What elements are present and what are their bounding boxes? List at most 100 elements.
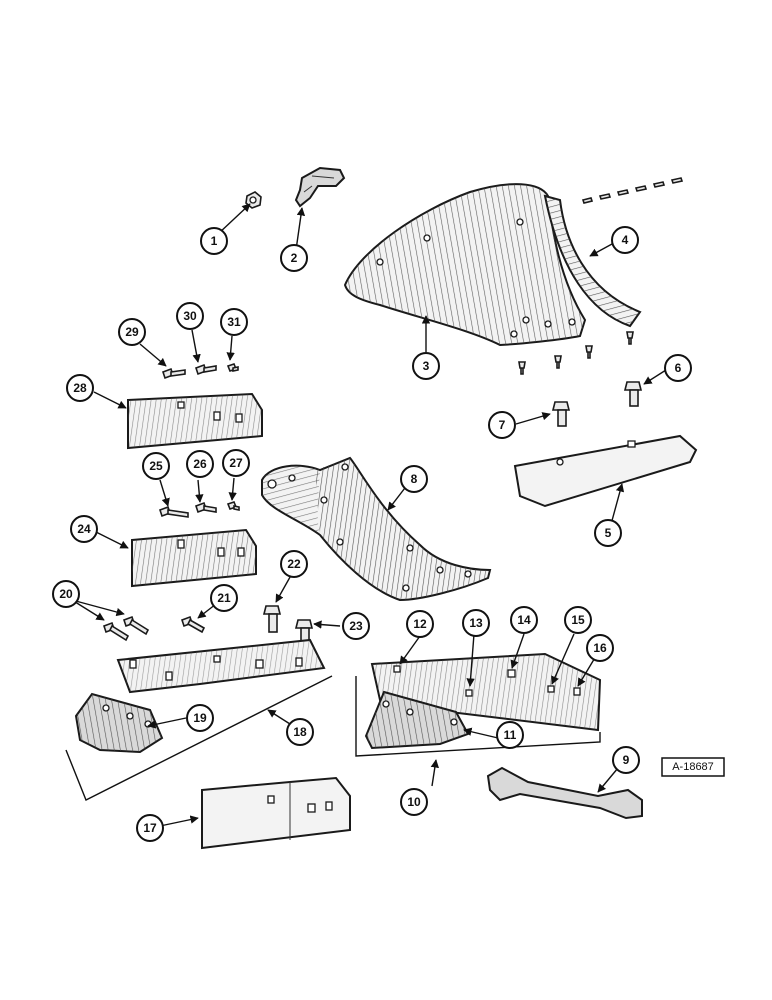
callout-8: 8	[400, 465, 428, 493]
part-26-bolt	[194, 501, 217, 514]
callout-label: 4	[622, 233, 629, 247]
callout-label: 21	[217, 591, 231, 605]
reference-code-box: A-18687	[661, 757, 725, 777]
part-11-point	[364, 690, 470, 750]
leader-18	[267, 709, 291, 725]
leader-10	[430, 759, 440, 787]
callout-3: 3	[412, 352, 440, 380]
part-19-point	[74, 692, 164, 754]
leader-7	[515, 412, 551, 425]
callout-2: 2	[280, 244, 308, 272]
part-28-share	[127, 392, 263, 450]
callout-label: 24	[77, 522, 91, 536]
callout-label: 11	[504, 728, 517, 742]
leader-27	[228, 477, 237, 501]
callout-11: 11	[496, 721, 524, 749]
leader-14	[510, 633, 525, 669]
callout-18: 18	[286, 718, 314, 746]
leader-13	[466, 633, 475, 687]
callout-label: 5	[605, 526, 612, 540]
leader-23	[313, 620, 341, 629]
callout-label: 19	[193, 711, 207, 725]
leader-4	[589, 243, 613, 257]
callout-19: 19	[186, 704, 214, 732]
leader-1	[217, 203, 251, 235]
leader-20a	[71, 599, 105, 621]
part-8-frog	[261, 456, 492, 602]
callout-23: 23	[342, 612, 370, 640]
leader-28	[93, 391, 127, 409]
leader-29	[139, 343, 167, 367]
leader-6	[643, 369, 667, 385]
callout-20: 20	[52, 580, 80, 608]
leader-24	[95, 531, 129, 549]
part-20-bolts	[102, 615, 150, 642]
leader-25	[159, 479, 170, 507]
callout-label: 28	[73, 381, 87, 395]
part-18-share	[116, 638, 326, 694]
callout-label: 17	[143, 821, 157, 835]
reference-code: A-18687	[672, 761, 714, 773]
callout-label: 23	[349, 619, 363, 633]
callout-31: 31	[220, 308, 248, 336]
leader-17	[159, 815, 199, 827]
callout-28: 28	[66, 374, 94, 402]
leader-11	[463, 727, 499, 739]
part-10-group-line	[355, 676, 601, 757]
part-7-bolt	[551, 401, 571, 427]
callout-10: 10	[400, 788, 428, 816]
part-18-group-line	[65, 675, 333, 801]
part-30-bolt	[194, 363, 217, 376]
callout-label: 1	[211, 234, 218, 248]
callout-label: 16	[593, 641, 607, 655]
part-5-plate	[513, 434, 698, 508]
callout-label: 8	[411, 472, 418, 486]
callout-label: 2	[291, 251, 298, 265]
callout-25: 25	[142, 452, 170, 480]
callout-label: 22	[287, 557, 301, 571]
part-10-share	[370, 652, 602, 732]
callout-24: 24	[70, 515, 98, 543]
leader-26	[195, 479, 204, 503]
callout-1: 1	[200, 227, 228, 255]
bolts-top-right	[581, 177, 684, 204]
callout-17: 17	[136, 814, 164, 842]
part-21-bolt	[180, 615, 206, 634]
callout-label: 18	[293, 725, 307, 739]
callout-30: 30	[176, 302, 204, 330]
leader-2	[295, 207, 306, 251]
callout-9: 9	[612, 746, 640, 774]
callout-14: 14	[510, 606, 538, 634]
part-25-bolt	[158, 505, 189, 518]
callout-label: 10	[407, 795, 421, 809]
callout-7: 7	[488, 411, 516, 439]
callout-label: 30	[183, 309, 197, 323]
part-31-bolt	[226, 363, 239, 372]
callout-label: 13	[469, 616, 483, 630]
callout-15: 15	[564, 606, 592, 634]
callout-label: 3	[423, 359, 430, 373]
callout-12: 12	[406, 610, 434, 638]
callout-13: 13	[462, 609, 490, 637]
callout-label: 7	[499, 418, 506, 432]
part-17-landside	[201, 776, 351, 850]
callout-29: 29	[118, 318, 146, 346]
leader-19	[147, 717, 187, 729]
callout-27: 27	[222, 449, 250, 477]
callout-label: 12	[413, 617, 427, 631]
callout-label: 20	[59, 587, 73, 601]
part-9-handle	[486, 766, 643, 820]
part-29-bolt	[161, 367, 186, 380]
leader-16	[577, 655, 597, 687]
callout-label: 26	[193, 457, 207, 471]
callout-label: 27	[229, 456, 243, 470]
part-3-moldboard	[343, 183, 587, 347]
callout-21: 21	[210, 584, 238, 612]
callout-label: 15	[571, 613, 585, 627]
part-4-shin	[543, 194, 642, 328]
leader-9	[597, 767, 619, 793]
callout-5: 5	[594, 519, 622, 547]
leader-20b	[71, 599, 125, 617]
callout-22: 22	[280, 550, 308, 578]
